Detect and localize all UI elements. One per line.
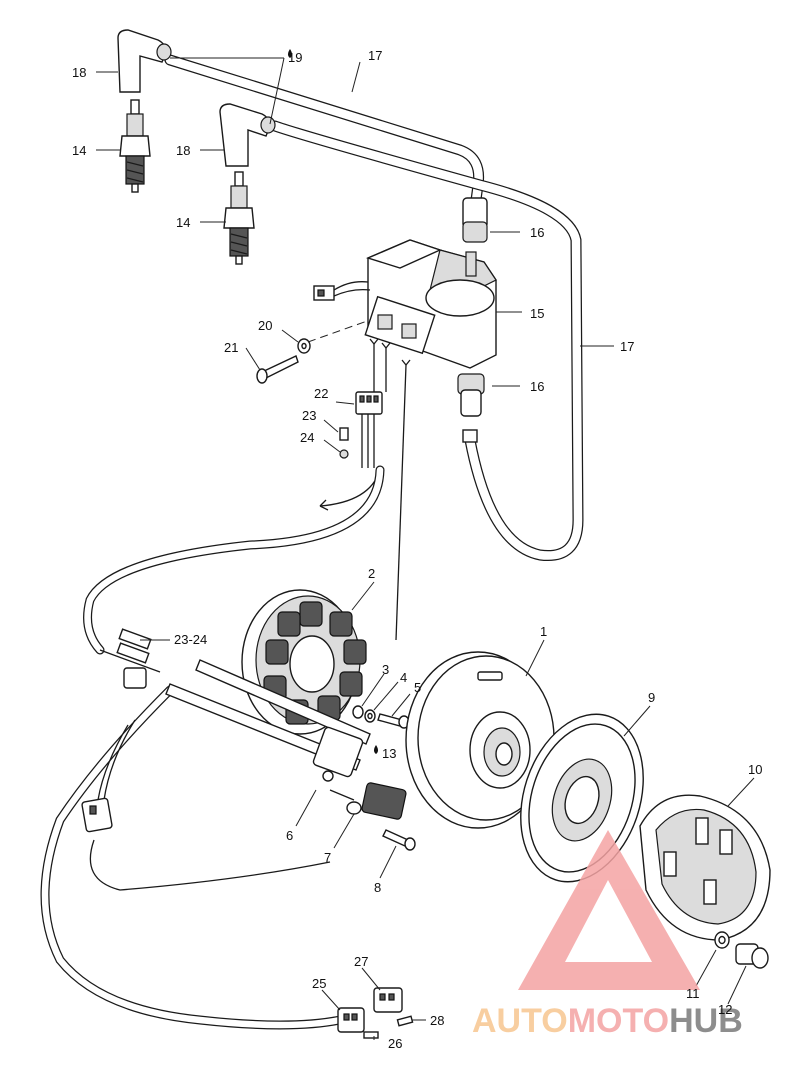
connector-27 xyxy=(373,987,403,1013)
spark-plug-14-lower xyxy=(223,171,255,265)
screw-12 xyxy=(735,943,769,969)
leader-lines xyxy=(96,57,755,1040)
callout-16: 16 xyxy=(530,379,544,394)
ignition-lead-17 xyxy=(164,54,584,562)
hose-end xyxy=(462,429,478,443)
callout-9: 9 xyxy=(648,690,655,705)
callout-28: 28 xyxy=(430,1013,444,1028)
callout-22: 22 xyxy=(314,386,328,401)
callout-20: 20 xyxy=(258,318,272,333)
pickup-7 xyxy=(329,782,407,820)
seal-24 xyxy=(339,449,349,459)
callout-14: 14 xyxy=(176,215,190,230)
callout-5: 5 xyxy=(414,680,421,695)
callout-23-24: 23-24 xyxy=(174,632,207,647)
coil-boot-16-upper xyxy=(462,197,488,243)
centerline xyxy=(307,319,371,343)
screw-8 xyxy=(382,829,416,851)
callout-25: 25 xyxy=(312,976,326,991)
cover-10 xyxy=(639,794,771,941)
callout-12: 12 xyxy=(718,1002,732,1017)
callout-21: 21 xyxy=(224,340,238,355)
svg-text:AUTOMOTOHUB: AUTOMOTOHUB xyxy=(472,1002,743,1040)
flywheel-1 xyxy=(405,651,555,829)
spark-plug-14-upper xyxy=(119,99,151,193)
washer-4 xyxy=(364,709,376,723)
watermark-hub: HUB xyxy=(669,1002,743,1040)
callout-11: 11 xyxy=(686,986,700,1001)
connector-22 xyxy=(355,391,383,468)
connector-25 xyxy=(337,1007,365,1033)
spark-plug-cap-18-upper xyxy=(117,29,172,93)
callout-26: 26 xyxy=(388,1036,402,1051)
callout-13: 13 xyxy=(382,746,396,761)
callout-2: 2 xyxy=(368,566,375,581)
ignition-coil-15 xyxy=(364,239,497,369)
callout-18: 18 xyxy=(72,65,86,80)
callout-18: 18 xyxy=(176,143,190,158)
coil-wire-c xyxy=(395,364,407,641)
callout-17: 17 xyxy=(620,339,634,354)
terminal-28 xyxy=(396,1015,414,1027)
watermark: AUTOMOTOHUB xyxy=(472,830,743,1040)
watermark-triangle-logo xyxy=(518,830,700,990)
washer-20 xyxy=(297,338,311,354)
callout-23: 23 xyxy=(302,408,316,423)
screw-5 xyxy=(377,713,410,729)
screw-21 xyxy=(256,355,299,384)
callout-27: 27 xyxy=(354,954,368,969)
wiring-harness xyxy=(40,465,385,1030)
callout-10: 10 xyxy=(748,762,762,777)
callout-8: 8 xyxy=(374,880,381,895)
callout-4: 4 xyxy=(400,670,407,685)
harness-connector-left xyxy=(81,797,113,833)
callout-16: 16 xyxy=(530,225,544,240)
callout-24: 24 xyxy=(300,430,314,445)
terminal-23 xyxy=(339,427,349,441)
coil-side-connector xyxy=(313,281,371,301)
callout-14: 14 xyxy=(72,143,86,158)
spark-plug-cap-18-lower xyxy=(219,103,276,167)
terminal-26 xyxy=(363,1031,379,1039)
callout-7: 7 xyxy=(324,850,331,865)
watermark-auto: AUTO xyxy=(472,1002,568,1040)
watermark-moto: MOTO xyxy=(568,1002,669,1040)
callout-1: 1 xyxy=(540,624,547,639)
callout-3: 3 xyxy=(382,662,389,677)
harness-plug-23-24 xyxy=(116,628,152,689)
callout-17: 17 xyxy=(368,48,382,63)
coil-boot-16-lower xyxy=(457,373,485,417)
bracket-6 xyxy=(165,659,371,782)
callout-6: 6 xyxy=(286,828,293,843)
sealant-drop-icon xyxy=(374,745,378,754)
washer-3 xyxy=(352,705,364,719)
callout-15: 15 xyxy=(530,306,544,321)
washer-11 xyxy=(714,931,730,949)
sealant-drop-icon xyxy=(288,49,292,58)
